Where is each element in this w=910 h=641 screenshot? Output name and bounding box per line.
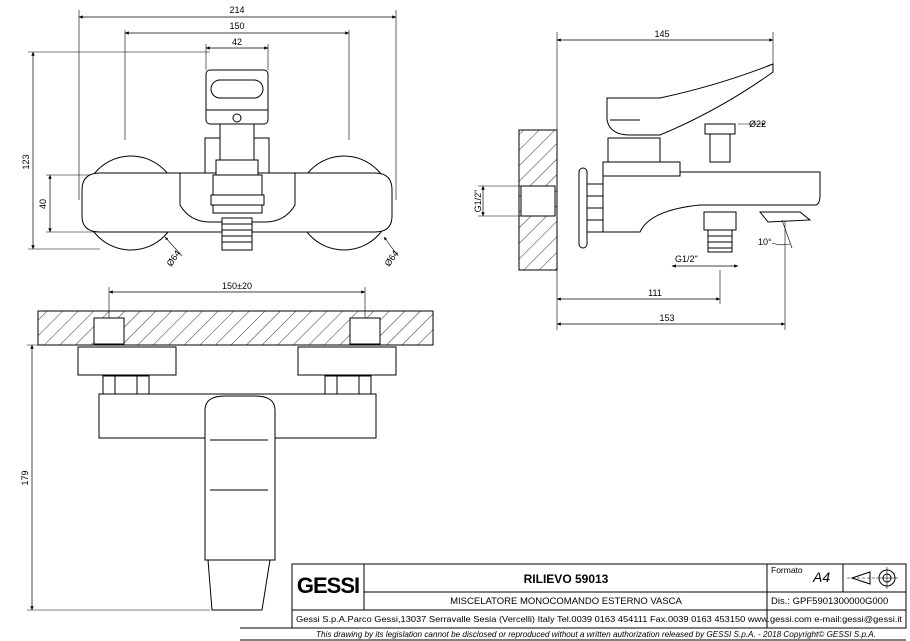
company-address: Gessi S.p.A.Parco Gessi,13037 Serravalle… — [296, 614, 903, 624]
dim-150: 150 — [229, 21, 244, 31]
copyright-notice: This drawing by its legislation cannot b… — [316, 630, 876, 639]
formato-label: Formato — [771, 565, 803, 575]
dim-dia-64-left: Ø64 — [165, 248, 183, 268]
dim-wall-thread: G1/2" — [473, 190, 483, 213]
dim-40: 40 — [38, 199, 48, 209]
dim-179: 179 — [20, 470, 30, 485]
side-view — [478, 32, 821, 330]
dim-150-20: 150±20 — [222, 281, 252, 291]
dim-123: 123 — [21, 154, 31, 169]
dim-dia-64-right: Ø64 — [383, 248, 401, 268]
front-view — [28, 10, 399, 257]
dim-42: 42 — [232, 37, 242, 47]
dim-214: 214 — [229, 5, 244, 15]
drawing-number: Dis.: GPF5901300000G000 — [771, 596, 888, 607]
dim-111: 111 — [648, 288, 662, 298]
product-description: MISCELATORE MONOCOMANDO ESTERNO VASCA — [450, 596, 682, 607]
dim-outlet-thread: G1/2" — [675, 254, 698, 264]
dim-153: 153 — [659, 313, 674, 323]
side-view-labels: 145 Ø22 G1/2" G1/2" 10° 111 153 — [473, 29, 772, 323]
title-block — [240, 563, 907, 641]
plan-view — [27, 287, 434, 611]
dim-145: 145 — [654, 29, 669, 39]
formato-value: A4 — [812, 569, 830, 585]
dim-dia-22: Ø22 — [749, 119, 766, 129]
gessi-logo: GESSI — [297, 573, 359, 598]
dim-angle: 10° — [758, 237, 772, 247]
title-block-text: GESSI Formato A4 RILIEVO 59013 MISCELATO… — [296, 565, 903, 639]
product-title: RILIEVO 59013 — [524, 572, 609, 586]
plan-view-labels: 150±20 179 — [20, 281, 252, 486]
